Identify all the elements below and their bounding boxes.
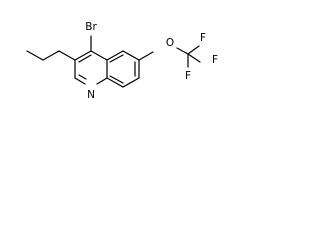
bond-c8-c8a-inner [109, 75, 124, 84]
bond-propyl-1 [58, 50, 76, 61]
bond-c3-c4-inner [78, 54, 92, 63]
bond-c6-o [138, 51, 154, 61]
bond-c5-c6 [122, 50, 140, 61]
atom-oxygen: O [166, 37, 174, 49]
bond-c8-c8a [106, 77, 124, 88]
bond-propyl-3 [26, 50, 44, 61]
atom-bromine: Br [85, 21, 97, 33]
bond-c4a-c5 [106, 50, 124, 61]
atom-fluorine-bottom: F [185, 70, 191, 82]
bond-propyl-2 [42, 50, 60, 61]
bond-c3-c4 [74, 50, 92, 61]
atom-nitrogen: N [87, 89, 95, 101]
quinoline-structure-diagram: Br N O F F F [26, 21, 218, 101]
bond-c8a-n1 [96, 77, 108, 85]
atom-fluorine-right: F [212, 54, 218, 66]
bond-c4-c4a [90, 50, 108, 61]
bond-n1-c2 [74, 77, 86, 85]
structure-canvas: Br N O F F F [0, 0, 241, 113]
bond-cf3-f-top [187, 45, 200, 55]
atom-fluorine-top: F [200, 32, 206, 44]
bond-c7-c8 [122, 77, 140, 88]
bond-n1-c2-inner [78, 74, 87, 80]
bond-o-cf3 [176, 47, 189, 55]
bond-cf3-f-right [187, 53, 201, 63]
bond-c4a-c5-inner [109, 54, 124, 63]
